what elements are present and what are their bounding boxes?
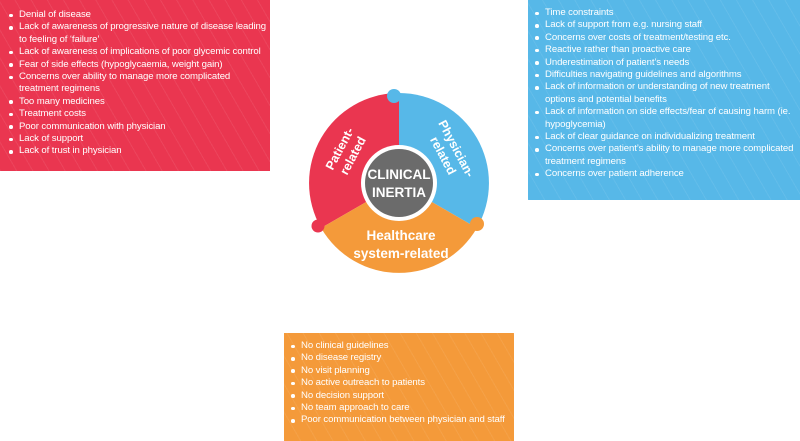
list-item: Lack of clear guidance on individualizin… — [528, 131, 796, 143]
list-item: Concerns over patient’s ability to manag… — [528, 143, 796, 168]
list-item: No active outreach to patients — [284, 377, 512, 389]
list-item: Reactive rather than proactive care — [528, 44, 796, 56]
list-item: Time constraints — [528, 7, 796, 19]
list-item: Lack of awareness of implications of poo… — [2, 46, 266, 58]
center-label-line1: CLINICAL — [368, 167, 431, 182]
list-item: No disease registry — [284, 352, 512, 364]
list-item: No team approach to care — [284, 402, 512, 414]
list-item: Difficulties navigating guidelines and a… — [528, 69, 796, 81]
list-item: Lack of information on side effects/fear… — [528, 106, 796, 131]
list-item: Lack of support — [2, 133, 266, 145]
patient-related-box: Denial of disease Lack of awareness of p… — [0, 0, 270, 171]
list-item: Treatment costs — [2, 108, 266, 120]
physician-factors-list: Time constraints Lack of support from e.… — [528, 7, 796, 181]
list-item: Concerns over patient adherence — [528, 168, 796, 180]
list-item: Lack of awareness of progressive nature … — [2, 21, 266, 46]
list-item: Denial of disease — [2, 9, 266, 21]
list-item: Poor communication between physician and… — [284, 414, 512, 426]
list-item: No visit planning — [284, 365, 512, 377]
puzzle-knob — [470, 217, 484, 231]
list-item: Underestimation of patient’s needs — [528, 57, 796, 69]
list-item: Poor communication with physician — [2, 121, 266, 133]
system-factors-list: No clinical guidelines No disease regist… — [284, 340, 512, 427]
list-item: Concerns over ability to manage more com… — [2, 71, 266, 96]
list-item: Fear of side effects (hypoglycaemia, wei… — [2, 59, 266, 71]
system-label-line2: system-related — [353, 246, 448, 261]
list-item: No clinical guidelines — [284, 340, 512, 352]
puzzle-knob — [387, 89, 401, 103]
healthcare-system-box: No clinical guidelines No disease regist… — [284, 333, 514, 441]
list-item: Lack of information or understanding of … — [528, 81, 796, 106]
list-item: Lack of trust in physician — [2, 145, 266, 157]
list-item: No decision support — [284, 390, 512, 402]
clinical-inertia-diagram: CLINICAL INERTIA Patient- related Physic… — [309, 89, 489, 273]
healthcare-system-segment — [321, 183, 477, 273]
list-item: Concerns over costs of treatment/testing… — [528, 32, 796, 44]
system-label-line1: Healthcare — [366, 228, 436, 243]
center-label-line2: INERTIA — [372, 185, 426, 200]
list-item: Lack of support from e.g. nursing staff — [528, 19, 796, 31]
physician-related-box: Time constraints Lack of support from e.… — [528, 0, 800, 200]
patient-factors-list: Denial of disease Lack of awareness of p… — [2, 9, 266, 158]
list-item: Too many medicines — [2, 96, 266, 108]
center-circle — [365, 149, 433, 217]
puzzle-knob — [311, 219, 325, 233]
